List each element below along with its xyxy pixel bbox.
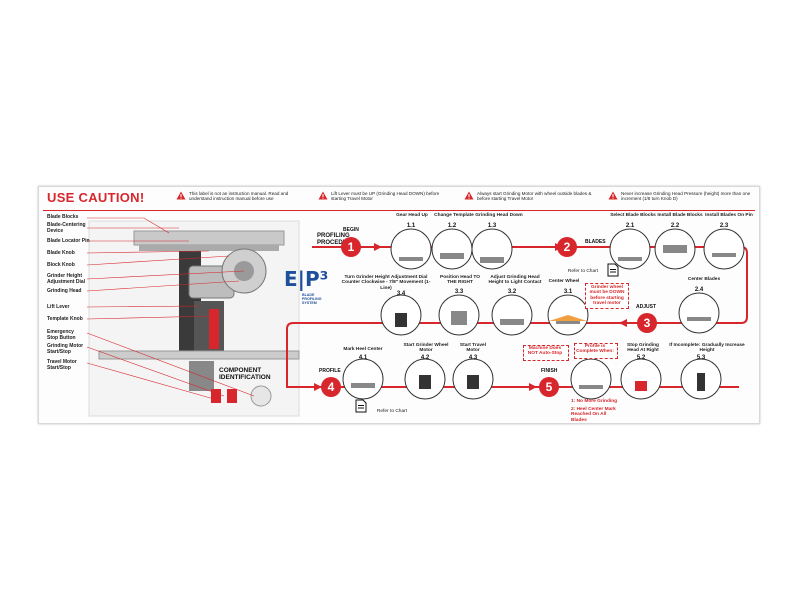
complete-criterion-2: 2: Heel Center Mark Reached On All Blade… <box>571 407 616 423</box>
component-grinder-height-dial: Grinder Height Adjustment Dial <box>47 273 86 285</box>
component-block-knob: Block Knob <box>47 262 75 268</box>
document-icon <box>607 263 619 277</box>
component-grinding-motor: Grinding Motor Start/Stop <box>47 343 84 355</box>
warning-triangle-icon <box>176 191 186 200</box>
warning-triangle-icon <box>318 191 328 200</box>
step-2-3-label: Install Blades On Pin <box>705 213 753 218</box>
step-3-3-label: Position Head TO THE RIGHT <box>440 275 480 286</box>
component-blade-centering-device: Blade-Centering Device <box>47 222 86 234</box>
refer-chart-2: Refer to Chart <box>376 409 408 414</box>
step-1-3-label: Grinding Head Down <box>475 213 523 218</box>
step-3-2-number: 3.2 <box>507 289 517 295</box>
step-2-1-number: 2.1 <box>625 223 635 229</box>
caution-header: USE CAUTION! This label is not an instru… <box>39 187 759 209</box>
step-4-2-label: Start Grinder Wheel Motor <box>403 343 449 354</box>
step-2-4-number: 2.4 <box>694 287 704 293</box>
step-5-3-number: 5.3 <box>696 355 706 361</box>
component-template-knob: Template Knob <box>47 316 83 322</box>
step-3-1-number: 3.1 <box>563 289 573 295</box>
step-4-3-number: 4.3 <box>468 355 478 361</box>
step-3-1-label: Center Wheel <box>548 279 580 284</box>
phase-1-badge: 1 <box>341 237 361 257</box>
logo-subtitle: BLADE PROFILING SYSTEM <box>302 293 322 306</box>
step-3-2-label: Adjust Grinding Head Height to Light Con… <box>488 275 542 286</box>
warning-1: This label is not an instruction manual.… <box>176 191 307 202</box>
refer-chart-1: Refer to Chart <box>567 269 599 274</box>
warning-triangle-icon <box>464 191 474 200</box>
machine-illustration <box>88 220 300 417</box>
step-1-1-label: Gear Head Up <box>396 213 428 218</box>
component-blade-blocks: Blade Blocks <box>47 214 79 220</box>
header-divider <box>43 210 755 211</box>
component-travel-motor: Travel Motor Start/Stop <box>47 359 77 371</box>
step-2-4-label: Center Blades <box>687 277 721 282</box>
step-4-2-number: 4.2 <box>420 355 430 361</box>
step-3-4-number: 3.4 <box>396 291 406 297</box>
complete-title: Profile is Complete When: <box>576 344 614 355</box>
warning-3: Always start Grinding Motor with wheel o… <box>464 191 595 202</box>
step-5-3-label: If Incomplete: Gradually Increase Height <box>669 343 745 354</box>
grinder-note-box <box>585 283 629 309</box>
component-grinding-head: Grinding Head <box>47 288 82 294</box>
phase-3-badge: 3 <box>637 313 657 333</box>
warning-4: Never increase Grinding Head Pressure (h… <box>608 191 753 202</box>
warning-triangle-icon <box>608 191 618 200</box>
component-lift-lever: Lift Lever <box>47 304 70 310</box>
step-4-3-label: Start Travel Motor <box>459 343 487 354</box>
phase-4-word: PROFILE <box>319 368 341 374</box>
component-blade-locator-pin: Blade Locator Pin <box>47 238 90 244</box>
ep3-logo: E|P³ <box>284 267 329 291</box>
machine-note: Machine Does NOT Auto-Stop <box>527 346 563 357</box>
component-identification-title: COMPONENT IDENTIFICATION <box>219 367 271 381</box>
phase-2-word: BLADES <box>585 239 606 245</box>
phase-2-badge: 2 <box>557 237 577 257</box>
complete-criterion-1: 1: No More Grinding <box>571 399 618 404</box>
step-4-1-label: Mark Heel Center <box>343 347 383 352</box>
step-1-2-number: 1.2 <box>447 223 457 229</box>
phase-3-word: ADJUST <box>636 304 657 310</box>
step-1-2-label: Change Template <box>434 213 474 218</box>
complete-title-box <box>574 343 618 359</box>
phase-4-badge: 4 <box>321 377 341 397</box>
leader-lines <box>86 217 255 400</box>
step-2-2-number: 2.2 <box>670 223 680 229</box>
phase-1-word: BEGIN <box>343 227 359 233</box>
caution-title: USE CAUTION! <box>47 190 145 205</box>
step-2-2-label: Install Blade Blocks <box>657 213 703 218</box>
step-3-3-number: 3.3 <box>454 289 464 295</box>
phase-5-badge: 5 <box>539 377 559 397</box>
step-bubbles <box>342 228 745 400</box>
profiling-label: USE CAUTION! This label is not an instru… <box>38 186 760 424</box>
phase-5-word: FINISH <box>541 368 558 374</box>
component-emergency-stop: Emergency Stop Button <box>47 329 76 341</box>
step-1-3-number: 1.3 <box>487 223 497 229</box>
warning-2: Lift Lever must be UP (Grinding Head DOW… <box>318 191 449 202</box>
step-3-4-label: Turn Grinder Height Adjustment Dial Coun… <box>341 275 431 291</box>
step-1-1-number: 1.1 <box>406 223 416 229</box>
component-blade-knob: Blade Knob <box>47 250 75 256</box>
grinder-note: Grinder wheel must be DOWN before starti… <box>589 285 625 307</box>
machine-note-box <box>523 345 569 361</box>
procedure-title: PROFILING PROCEDURE <box>317 233 356 246</box>
step-2-1-label: Select Blade Blocks <box>610 213 656 218</box>
step-5-2-label: Stop Grinding Head At Right <box>627 343 659 354</box>
step-2-3-number: 2.3 <box>719 223 729 229</box>
step-5-2-number: 5.2 <box>636 355 646 361</box>
step-4-1-number: 4.1 <box>358 355 368 361</box>
document-icon <box>355 399 367 413</box>
